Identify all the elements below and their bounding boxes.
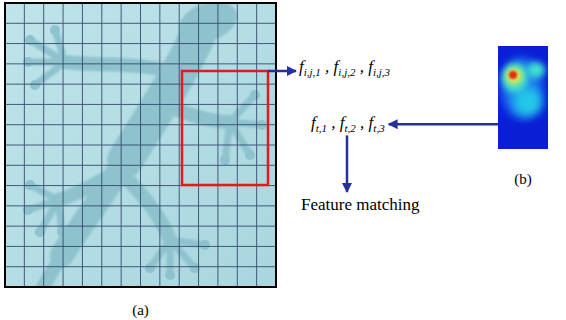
selection-window — [182, 71, 268, 185]
feature-text: fi,j,1 , fi,j,2 , fi,j,3 — [299, 57, 390, 77]
heatmap-panel: (b) — [498, 46, 548, 149]
window-lead — [268, 70, 277, 73]
image-border — [5, 3, 276, 287]
arrow-connector — [389, 123, 498, 126]
panel-label: (a) — [5, 301, 276, 319]
result-text: Feature matching — [301, 195, 420, 215]
arrow-connector — [346, 135, 349, 192]
gecko-image — [5, 3, 276, 287]
arrow-connector — [276, 70, 296, 73]
feature-text: ft,1 , ft,2 , ft,3 — [311, 113, 385, 133]
heatmap-image — [498, 46, 548, 149]
step-label: Feature matching — [301, 195, 420, 215]
image-panel: (a) — [5, 3, 276, 287]
feature-formula: ft,1 , ft,2 , ft,3 — [311, 113, 385, 133]
panel-label: (b) — [498, 170, 548, 188]
feature-formula: fi,j,1 , fi,j,2 , fi,j,3 — [299, 57, 390, 77]
